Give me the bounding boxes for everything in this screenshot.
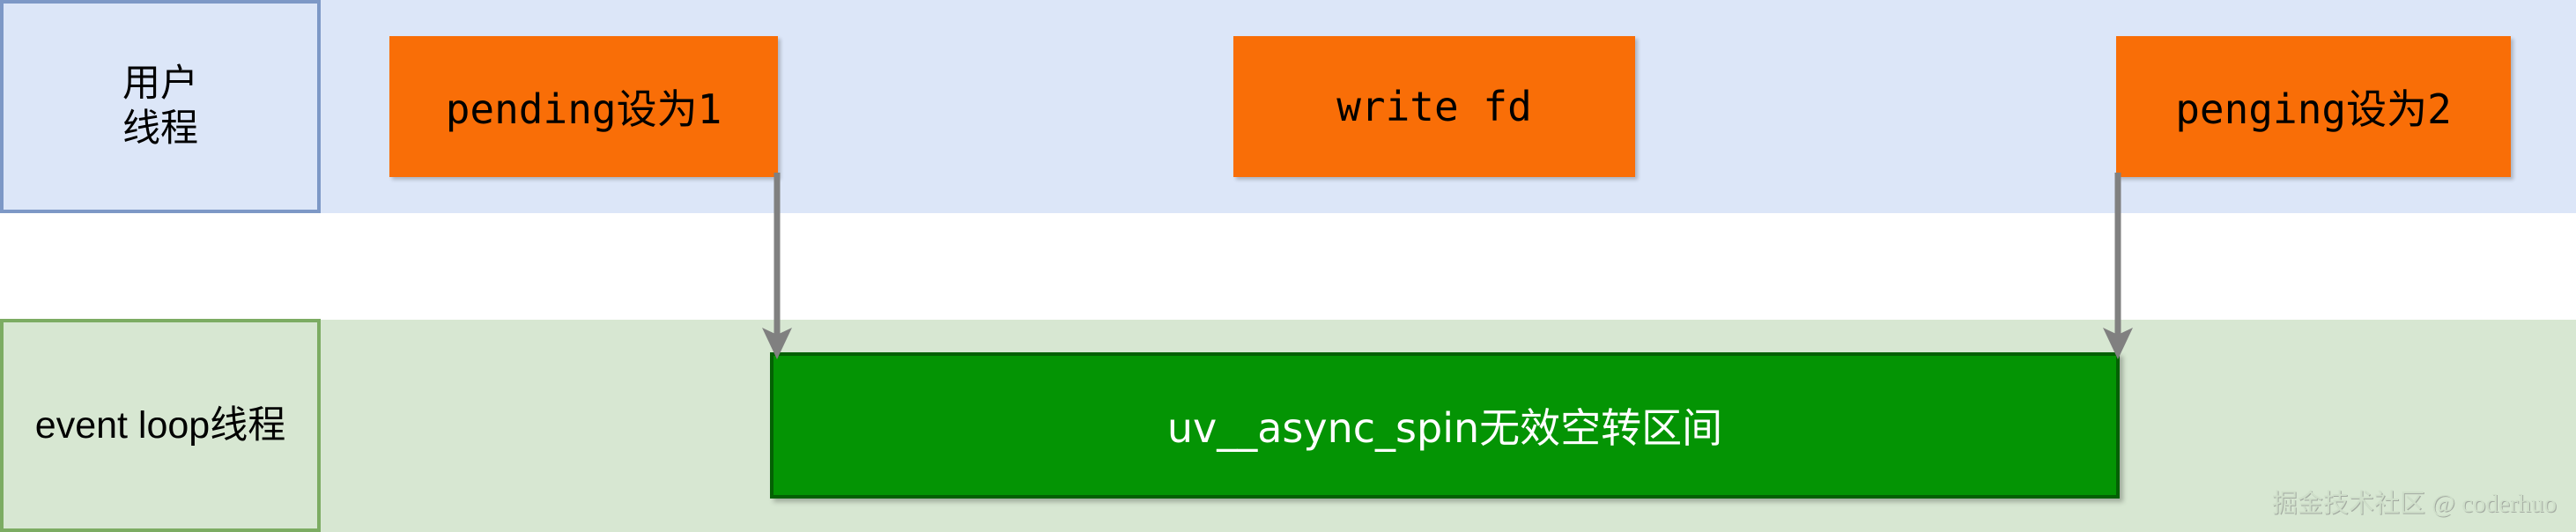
action-box-pending-set-2: penging设为2 xyxy=(2116,36,2511,177)
spin-interval-bar: uv__async_spin无效空转区间 xyxy=(770,352,2120,499)
user-thread-lane-label: 用户 线程 xyxy=(0,0,321,213)
watermark-text: 掘金技术社区 @ coderhuo xyxy=(2271,490,2557,518)
event-loop-lane-label: event loop线程 xyxy=(0,319,321,532)
action-box-pending-set-1: pending设为1 xyxy=(389,36,778,177)
action-box-write-fd: write fd xyxy=(1233,36,1635,177)
